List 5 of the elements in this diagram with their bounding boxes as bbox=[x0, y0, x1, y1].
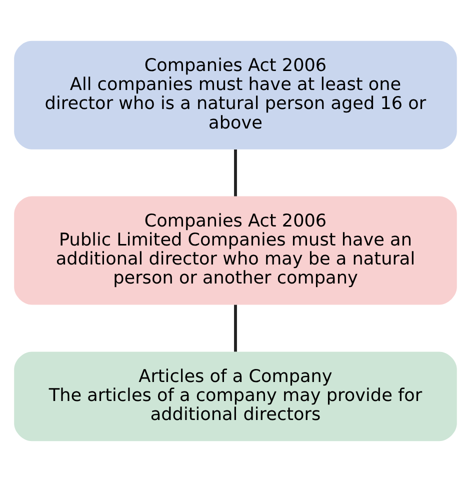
connector bbox=[234, 148, 237, 196]
node-box: Articles of a Company The articles of a company may provide for additional directors bbox=[14, 351, 457, 441]
node-box: Companies Act 2006 All companies must have at least one director who is a natural person aged 16 or above bbox=[14, 40, 457, 149]
connector bbox=[234, 304, 237, 352]
node-box: Companies Act 2006 Public Limited Companies must have an additional director who may be a natural person or another company bbox=[14, 196, 457, 304]
